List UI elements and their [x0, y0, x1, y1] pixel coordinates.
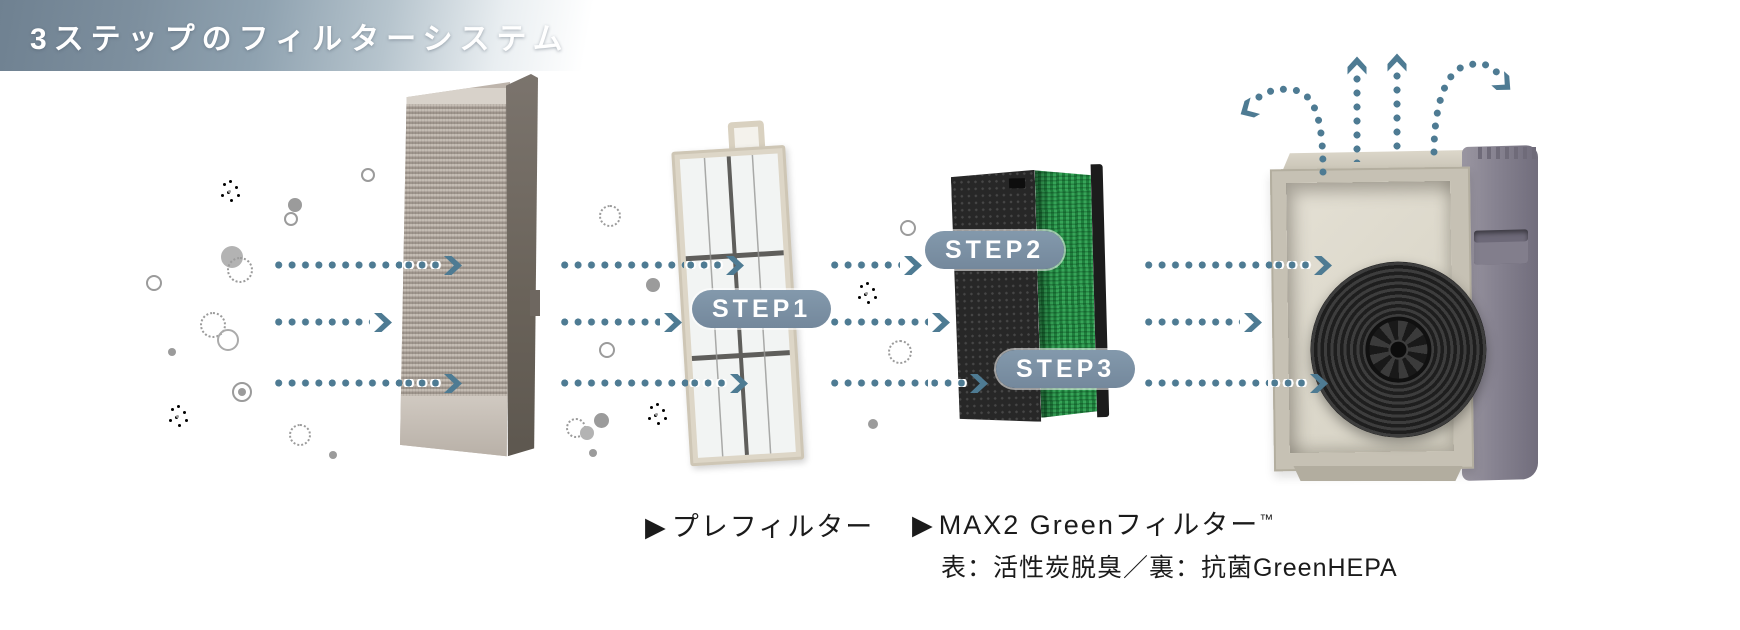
dotted-line-outlined	[402, 379, 442, 387]
dust-sparkle-icon	[228, 190, 231, 193]
dotted-line	[1393, 69, 1401, 156]
dust-particle-icon	[289, 424, 311, 446]
dust-particle-icon	[361, 168, 375, 182]
dust-sparkle-icon	[655, 413, 658, 416]
airflow-arrow	[558, 256, 744, 275]
airflow-arrow	[272, 313, 392, 332]
caption-max2: ▶MAX2 Greenフィルター™	[912, 503, 1273, 542]
airflow-arrow	[1142, 313, 1262, 332]
dust-particle-icon	[284, 212, 298, 226]
dotted-line	[558, 261, 684, 269]
dotted-line	[558, 318, 660, 326]
dotted-line-outlined	[1268, 379, 1308, 387]
dust-particle-icon	[646, 278, 660, 292]
triangle-marker-icon: ▶	[645, 512, 666, 542]
dotted-line	[1353, 72, 1361, 162]
dust-particle-icon	[168, 348, 176, 356]
airflow-arrow	[828, 256, 922, 275]
exhaust-arrow-up	[1393, 53, 1401, 156]
trademark-symbol: ™	[1259, 511, 1274, 527]
front-panel	[400, 82, 510, 457]
filter-slot	[1008, 178, 1026, 189]
arrowhead-icon	[664, 313, 682, 332]
dust-particle-icon	[599, 342, 615, 358]
dust-particle-icon	[146, 275, 162, 291]
dotted-line	[1142, 261, 1272, 269]
airflow-arrow	[272, 374, 462, 393]
page-title: 3ステップのフィルターシステム	[30, 22, 570, 56]
triangle-marker-icon: ▶	[912, 510, 933, 540]
main-unit-body	[1269, 166, 1488, 472]
dotted-line	[1142, 379, 1268, 387]
exhaust-arrow-up	[1353, 56, 1361, 162]
arrowhead-icon	[904, 256, 922, 275]
fan-hub-center	[1388, 339, 1409, 360]
dust-sparkle-icon	[865, 292, 868, 295]
dotted-line	[828, 318, 928, 326]
caption-max2-note: 表：活性炭脱臭／裏：抗菌GreenHEPA	[941, 554, 1398, 582]
dust-particle-icon	[200, 312, 226, 338]
dotted-line	[1142, 318, 1240, 326]
dust-particle-icon	[888, 340, 912, 364]
front-panel-tab	[530, 290, 540, 316]
dust-particle-icon	[227, 257, 253, 283]
dotted-line	[828, 379, 928, 387]
curved-arrow-left-icon	[1250, 85, 1327, 176]
main-unit-base	[1293, 466, 1463, 481]
dust-particle-icon	[594, 413, 609, 428]
caption-max2-label: MAX2 Greenフィルター	[938, 510, 1260, 540]
dust-particle-icon	[868, 419, 878, 429]
fan-icon	[1309, 260, 1488, 439]
curved-arrowhead-right-icon	[1491, 71, 1511, 91]
dotted-line-outlined	[684, 261, 724, 269]
dust-particle-icon	[329, 451, 337, 459]
step1-badge: STEP1	[692, 290, 832, 328]
airflow-arrow	[1142, 374, 1328, 393]
dotted-line-outlined	[1272, 261, 1312, 269]
airflow-arrow	[558, 313, 682, 332]
front-panel-grille	[400, 104, 510, 396]
dotted-line	[558, 379, 688, 387]
dust-particle-icon	[900, 220, 916, 236]
step2-badge: STEP2	[925, 231, 1065, 269]
dotted-line	[272, 318, 370, 326]
dust-particle-icon	[288, 198, 302, 212]
dust-particle-icon	[599, 205, 621, 227]
dotted-line-outlined	[688, 379, 728, 387]
airflow-arrow	[828, 374, 988, 393]
section-title-banner: 3ステップのフィルターシステム	[0, 0, 620, 71]
dotted-line	[272, 261, 402, 269]
curved-arrow-right-icon	[1430, 60, 1504, 156]
max2-green-filter-panel	[947, 160, 1114, 432]
dust-particle-icon	[238, 388, 246, 396]
main-unit-opening	[1286, 180, 1488, 454]
dust-particle-icon	[232, 382, 252, 402]
caption-prefilter: ▶プレフィルター	[645, 505, 874, 544]
dust-sparkle-icon	[176, 415, 179, 418]
step3-badge: STEP3	[996, 350, 1136, 388]
dotted-line-outlined	[402, 261, 442, 269]
dotted-line	[828, 261, 900, 269]
main-unit-handle	[1474, 229, 1528, 265]
exhaust-curved-arrows	[1240, 60, 1511, 176]
dotted-line-outlined	[928, 379, 968, 387]
airflow-arrow	[828, 313, 950, 332]
arrowhead-icon	[374, 313, 392, 332]
front-panel-side	[506, 74, 538, 457]
airflow-arrow	[272, 256, 462, 275]
dotted-line	[272, 379, 402, 387]
arrowhead-icon	[932, 313, 950, 332]
main-unit-vents	[1478, 147, 1536, 159]
dust-particle-icon	[580, 426, 594, 440]
arrowhead-icon	[1244, 313, 1262, 332]
front-panel-base	[400, 396, 510, 457]
caption-prefilter-label: プレフィルター	[671, 512, 875, 542]
dust-particle-icon	[1010, 422, 1028, 440]
dust-particle-icon	[589, 449, 597, 457]
dust-particle-icon	[217, 329, 239, 351]
curved-arrowhead-left-icon	[1240, 97, 1261, 118]
main-unit-top	[1282, 150, 1478, 172]
airflow-arrow	[1142, 256, 1332, 275]
airflow-arrow	[558, 374, 748, 393]
